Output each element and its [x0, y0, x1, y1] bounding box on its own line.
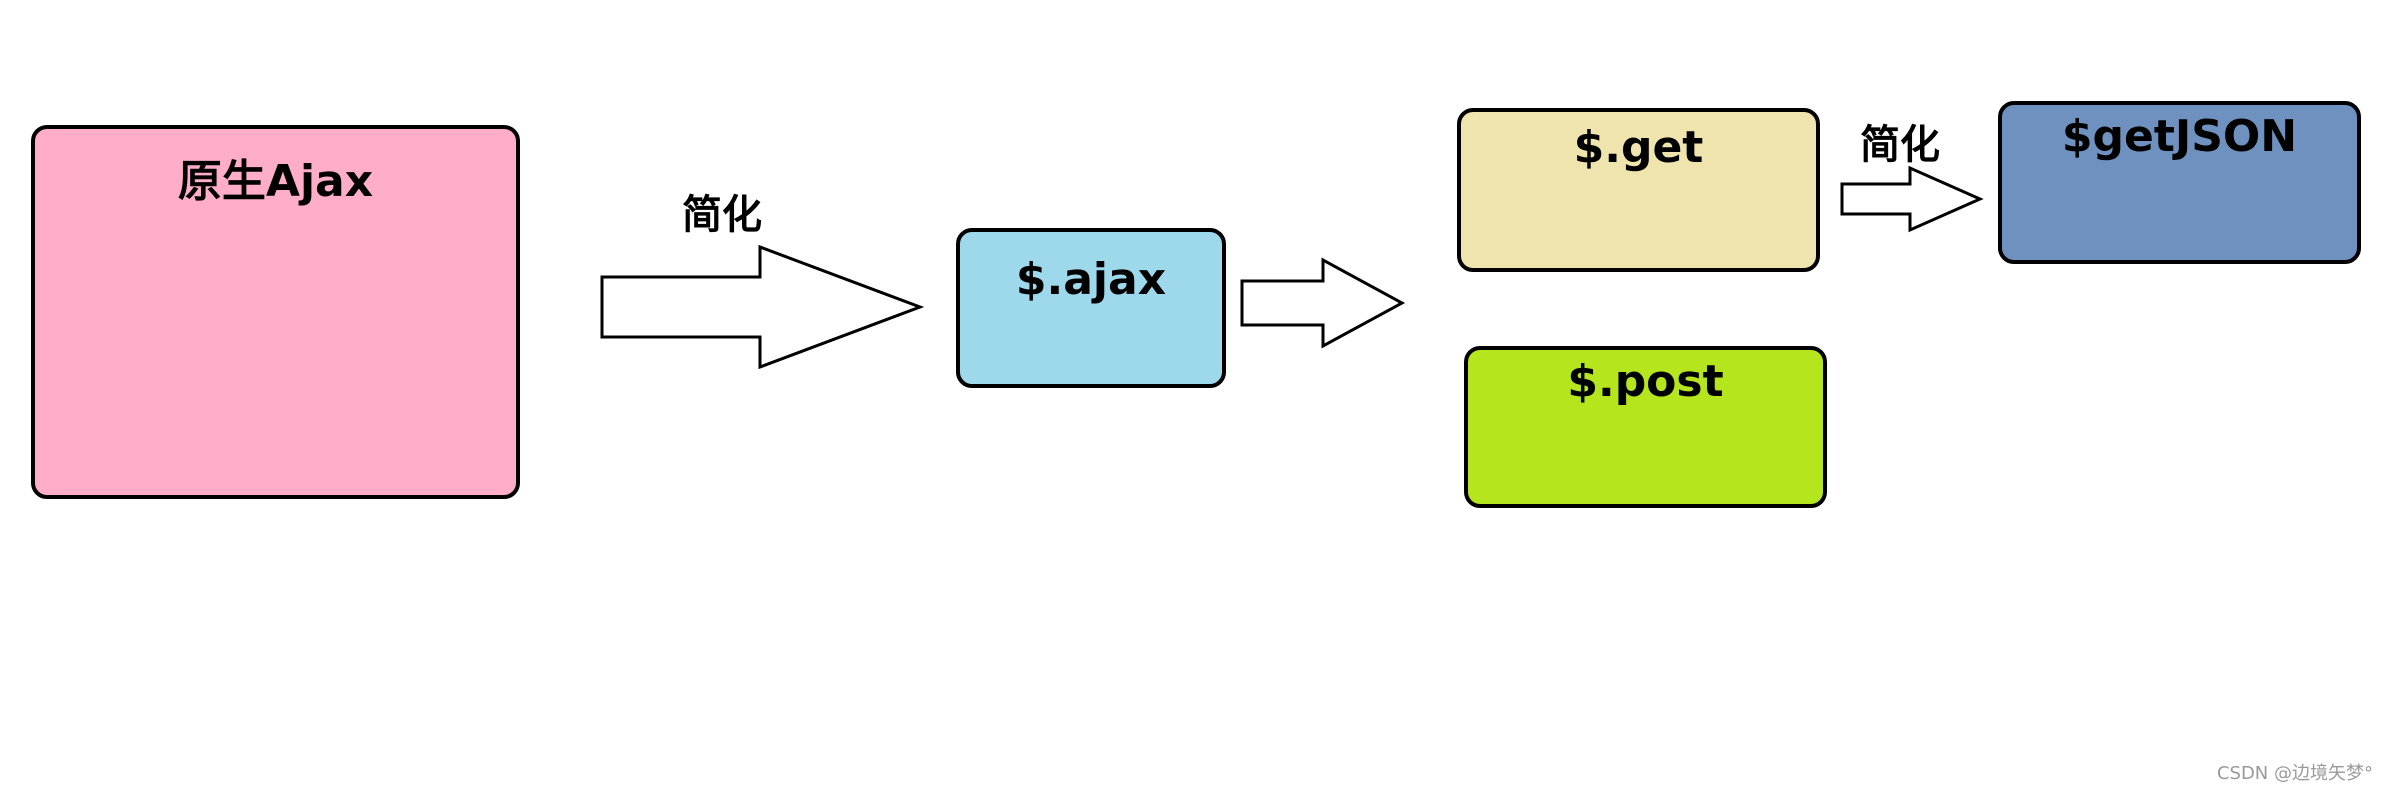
native-ajax-box: 原生Ajax [31, 125, 520, 499]
csdn-watermark: CSDN @边境矢梦° [2216, 763, 2373, 784]
arrow-ajax-to-methods-shape [1240, 257, 1406, 349]
edge-label-get-to-getjson: 简化 [1860, 122, 1940, 168]
jq-getjson-label: $getJSON [2061, 111, 2298, 162]
jq-post-label: $.post [1567, 356, 1724, 407]
arrow-native-to-ajax-shape [600, 244, 925, 370]
arrow-native-to-ajax [600, 244, 925, 370]
native-ajax-label: 原生Ajax [177, 156, 374, 207]
jq-get-box: $.get [1457, 108, 1820, 272]
jq-getjson-box: $getJSON [1998, 101, 2361, 264]
arrow-get-to-getjson [1840, 165, 1984, 233]
edge-label-native-to-ajax: 简化 [682, 192, 762, 238]
jq-ajax-box: $.ajax [956, 228, 1226, 388]
arrow-get-to-getjson-shape [1840, 165, 1984, 233]
jq-post-box: $.post [1464, 346, 1827, 508]
arrow-ajax-to-methods [1240, 257, 1406, 349]
jq-ajax-label: $.ajax [1015, 254, 1167, 305]
jq-get-label: $.get [1573, 122, 1704, 173]
